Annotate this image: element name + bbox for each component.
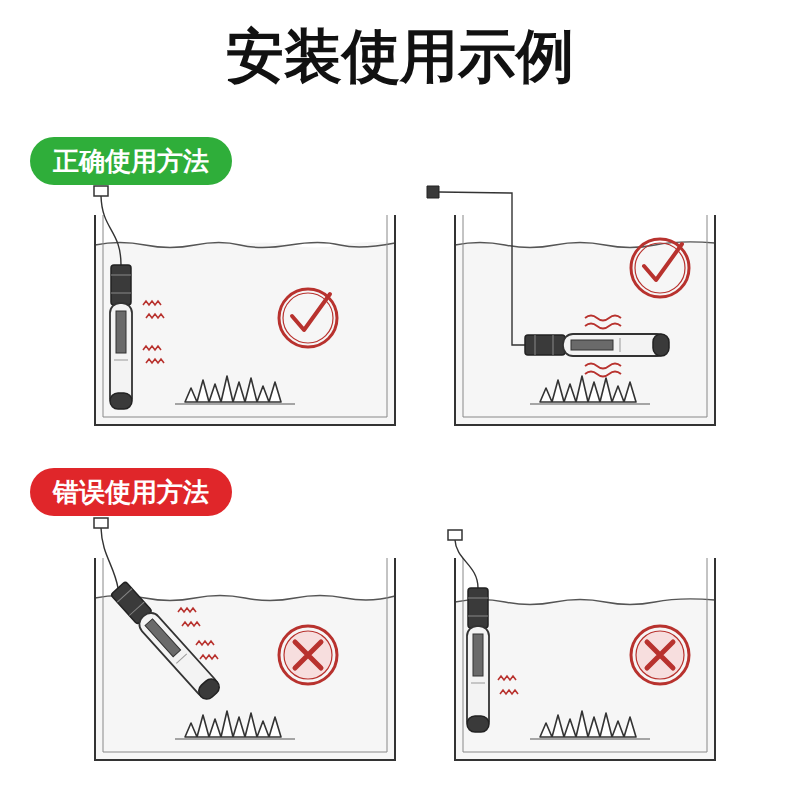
page-title: 安装使用示例 xyxy=(0,22,800,92)
section-label: 正确使用方法 xyxy=(30,137,232,185)
label-text: 错误使用方法 xyxy=(53,479,209,505)
label-text: 正确使用方法 xyxy=(53,148,209,174)
tank-wrong-tilted xyxy=(94,518,395,760)
tank-correct-vertical xyxy=(94,186,395,425)
tank-correct-horizontal xyxy=(427,186,715,425)
section-label: 错误使用方法 xyxy=(30,468,232,516)
tank-wrong-exposed xyxy=(448,530,715,760)
